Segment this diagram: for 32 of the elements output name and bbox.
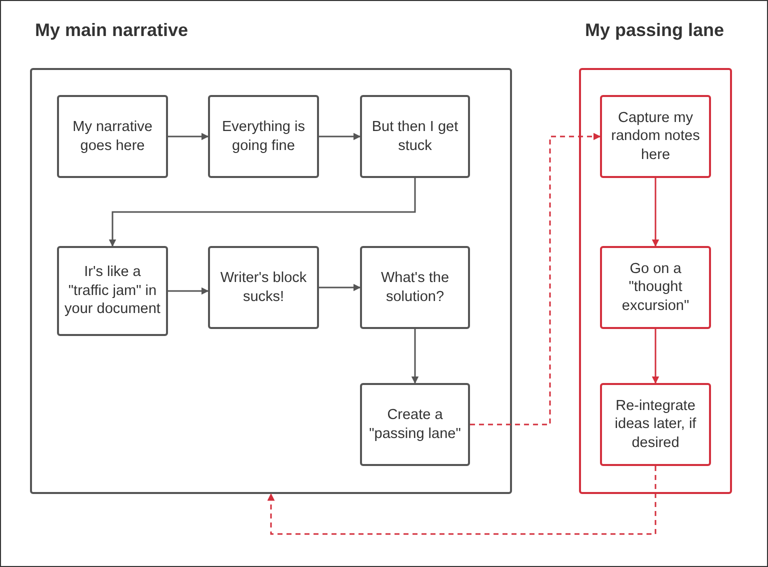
- arrow: [652, 178, 660, 247]
- process-box: [360, 246, 470, 329]
- process-box: [360, 95, 470, 178]
- arrow: [470, 132, 601, 426]
- box-label: Everything is going fine: [220, 118, 306, 155]
- process-box: [600, 246, 711, 329]
- process-box: [57, 95, 168, 178]
- arrow: [108, 178, 416, 247]
- process-box: [208, 246, 319, 329]
- arrow: [267, 466, 656, 535]
- process-box: [57, 246, 168, 336]
- box-label: Go on a "thought excursion": [620, 260, 690, 316]
- box-label: Capture my random notes here: [610, 108, 701, 164]
- arrow: [652, 329, 660, 384]
- box-label: What's the solution?: [380, 269, 450, 306]
- box-label: Ir's like a "traffic jam" in your document: [64, 263, 162, 319]
- lane-title: My main narrative: [35, 20, 188, 41]
- process-box: [600, 383, 711, 466]
- process-box: [360, 383, 470, 466]
- arrow: [168, 132, 209, 140]
- arrow: [168, 287, 209, 295]
- box-label: Re-integrate ideas later, if desired: [614, 396, 698, 452]
- process-box: [600, 95, 711, 178]
- arrow: [411, 329, 419, 384]
- box-label: My narrative goes here: [72, 118, 154, 155]
- lane-title: My passing lane: [585, 20, 724, 41]
- box-label: But then I get stuck: [370, 118, 460, 155]
- arrow: [319, 132, 361, 140]
- box-label: Writer's block sucks!: [219, 269, 308, 306]
- process-box: [208, 95, 319, 178]
- arrow: [319, 284, 361, 292]
- box-label: Create a "passing lane": [368, 406, 462, 443]
